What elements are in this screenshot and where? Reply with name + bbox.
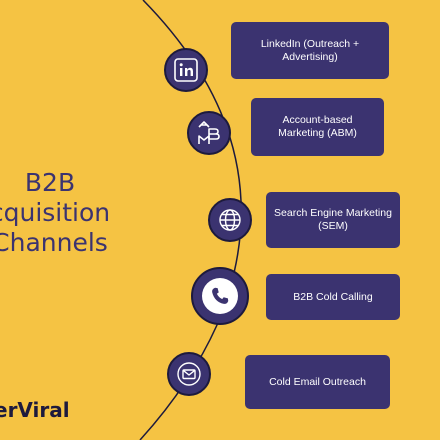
channel-node-linkedin [164,48,208,92]
title-line-3: Channels [0,228,108,257]
channel-label-linkedin: LinkedIn (Outreach + Advertising) [260,37,360,63]
channel-card-cold-email: Cold Email Outreach [245,355,390,409]
channel-label-cold-email: Cold Email Outreach [269,375,366,388]
title-line-1: B2B [24,168,76,197]
phone-icon [202,278,238,314]
channel-card-abm: Account-based Marketing (ABM) [251,98,384,156]
linkedin-icon [174,58,198,82]
channel-label-cold-calling: B2B Cold Calling [293,290,373,303]
channel-card-linkedin: LinkedIn (Outreach + Advertising) [231,22,389,79]
channel-node-abm [187,111,231,155]
channel-label-sem: Search Engine Marketing (SEM) [274,207,392,232]
channel-node-sem [208,198,252,242]
diagram-title: B2B cquisition Channels [0,168,140,258]
globe-icon [219,209,241,231]
channel-node-cold-calling [191,267,249,325]
envelope-icon [177,362,201,386]
title-line-2: cquisition [0,198,111,227]
channel-card-cold-calling: B2B Cold Calling [266,274,400,320]
brand-logo: erViral [0,398,70,422]
channel-node-cold-email [167,352,211,396]
channel-card-sem: Search Engine Marketing (SEM) [266,192,400,248]
channel-label-abm: Account-based Marketing (ABM) [278,114,357,139]
abm-icon [198,121,220,144]
